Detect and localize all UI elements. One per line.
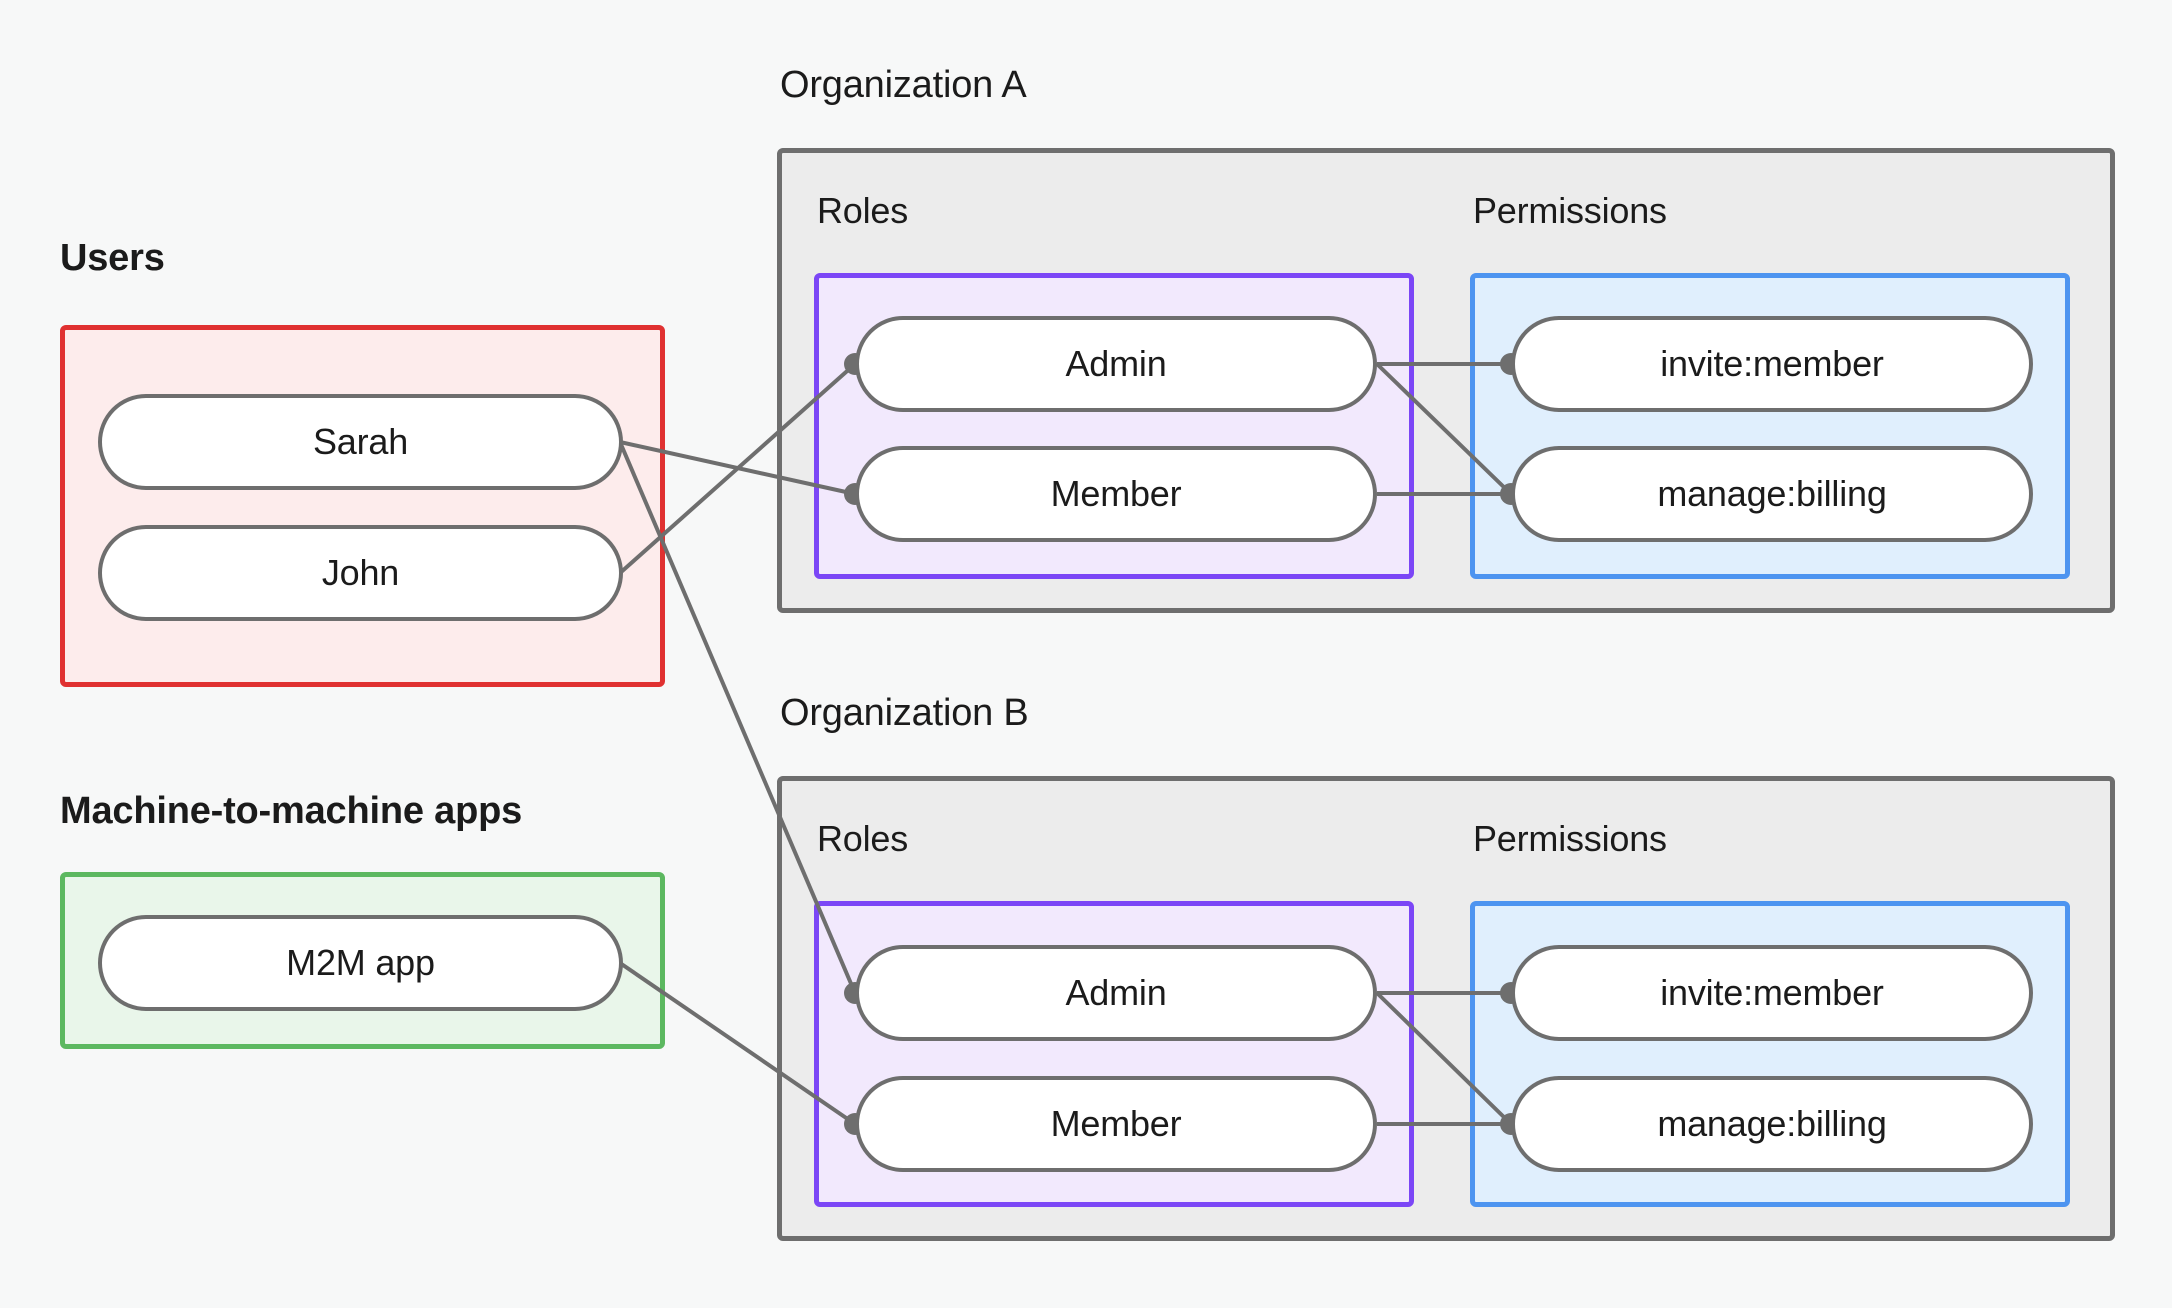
users-group-label: Users <box>60 237 165 279</box>
role-node-org-a-member[interactable]: Member <box>855 446 1377 542</box>
role-node-org-b-admin[interactable]: Admin <box>855 945 1377 1041</box>
user-node-sarah[interactable]: Sarah <box>98 394 623 490</box>
user-node-john[interactable]: John <box>98 525 623 621</box>
permission-node-org-a-manage-billing[interactable]: manage:billing <box>1511 446 2033 542</box>
org-a-roles-title: Roles <box>817 190 909 231</box>
permission-node-org-a-invite-member[interactable]: invite:member <box>1511 316 2033 412</box>
org-b-permissions-title: Permissions <box>1473 818 1667 859</box>
org-b-roles-title: Roles <box>817 818 909 859</box>
role-node-org-a-admin[interactable]: Admin <box>855 316 1377 412</box>
permission-node-org-b-invite-member[interactable]: invite:member <box>1511 945 2033 1041</box>
permission-node-org-b-manage-billing[interactable]: manage:billing <box>1511 1076 2033 1172</box>
organization-a-title: Organization A <box>780 64 1027 106</box>
org-a-permissions-title: Permissions <box>1473 190 1667 231</box>
organization-b-title: Organization B <box>780 692 1029 734</box>
m2m-group-label: Machine-to-machine apps <box>60 790 523 832</box>
role-node-org-b-member[interactable]: Member <box>855 1076 1377 1172</box>
m2m-node-app[interactable]: M2M app <box>98 915 623 1011</box>
users-container <box>60 325 665 687</box>
